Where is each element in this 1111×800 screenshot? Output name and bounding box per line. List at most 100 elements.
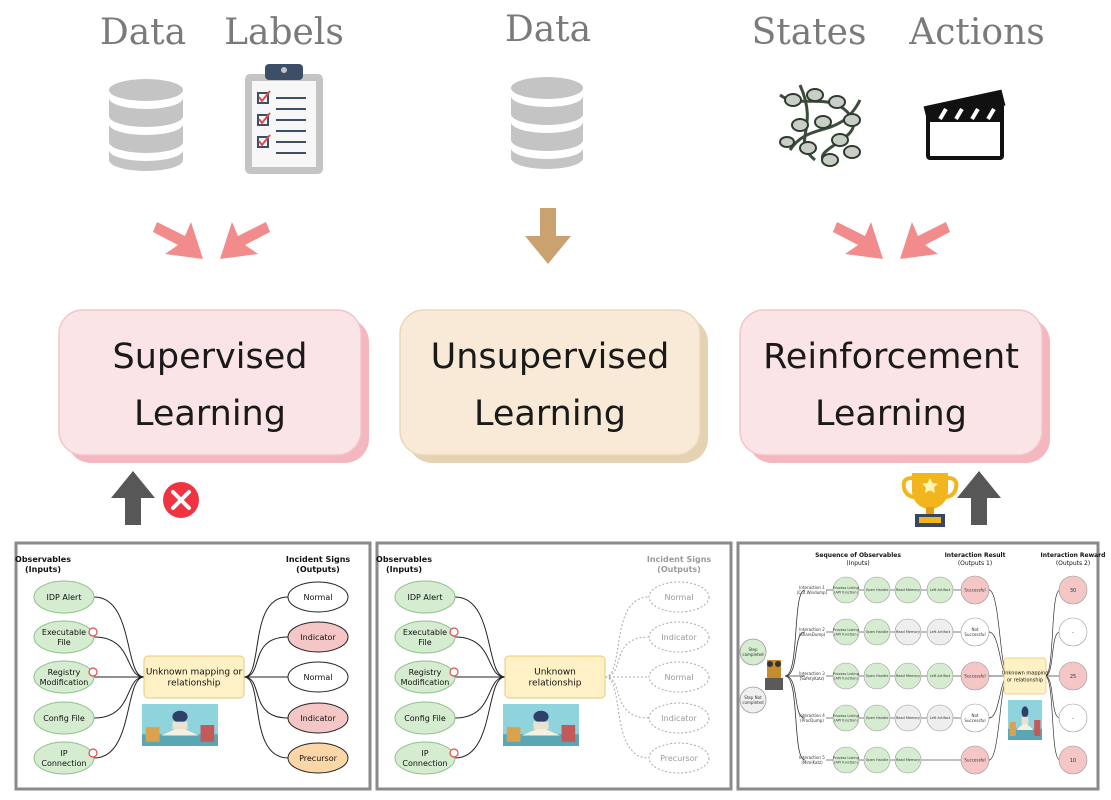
sequence-title: Sequence of Observables <box>815 552 901 559</box>
reward-connector <box>1044 631 1061 677</box>
clapperboard-icon <box>923 89 1006 160</box>
reinforcement-line1: Reinforcement <box>763 337 1019 377</box>
panel1-diagram: Observables(Inputs)Incident Signs(Output… <box>15 555 351 775</box>
reward-node <box>1058 617 1088 647</box>
input-node <box>394 580 456 614</box>
step-node-label: Left Artifact <box>930 588 951 592</box>
reading-illustration-icon <box>142 704 218 746</box>
step-node <box>863 618 891 646</box>
header-data-1: Data <box>100 12 186 53</box>
inputs-title: Observables <box>15 555 71 564</box>
output-connector <box>604 676 650 759</box>
output-node-label: Precursor <box>660 754 699 763</box>
input-node <box>33 741 95 775</box>
step-node-label: Left Artifact <box>930 716 951 720</box>
step-node <box>863 704 891 732</box>
output-node <box>648 661 710 693</box>
reward-node <box>1058 661 1088 691</box>
warning-bug-icon <box>449 748 459 758</box>
step-node-label: Process Listing(API function) <box>833 714 859 723</box>
outputs-title: Incident Signs <box>286 555 351 564</box>
input-node <box>394 701 456 735</box>
output-node-label: Indicator <box>300 633 336 642</box>
unknown-mapping-box <box>1003 657 1047 695</box>
outputs-title: Incident Signs <box>647 555 712 564</box>
output-connector <box>243 636 289 678</box>
interaction-label: Interaction 4(ProcDump) <box>799 713 825 723</box>
sequence-subtitle: (Inputs) <box>846 560 869 567</box>
step-node-label: Process Listing(API function) <box>833 586 859 595</box>
step-node-label: Open Handle <box>866 716 889 720</box>
pink-arrow-left-down <box>900 222 950 259</box>
input-node <box>394 620 456 654</box>
reward-node <box>1058 703 1088 733</box>
step-node <box>926 662 954 690</box>
supervised-learning-box: Supervised Learning <box>58 309 369 463</box>
step-node-label: Read Memory <box>896 630 920 634</box>
interaction-label: Interaction 2(ShareDump) <box>799 627 826 637</box>
result-subtitle: (Outputs 1) <box>958 560 992 567</box>
output-node <box>287 581 349 613</box>
step-node <box>894 704 922 732</box>
database-icon <box>109 79 183 171</box>
step-node <box>832 576 860 604</box>
brown-arrow-down <box>525 208 571 264</box>
step-node-label: Open Handle <box>866 674 889 678</box>
unknown-mapping-box <box>143 655 245 699</box>
start-node <box>739 686 767 714</box>
input-node-label: IDP Alert <box>47 593 82 602</box>
output-node-label: Indicator <box>661 714 697 723</box>
output-node <box>648 581 710 613</box>
gray-arrow-up-icon <box>111 471 155 525</box>
input-node-label: IDP Alert <box>408 593 443 602</box>
reward-node <box>1058 575 1088 605</box>
states-molecules-icon <box>779 84 862 167</box>
output-node <box>287 702 349 734</box>
warning-bug-icon <box>449 627 459 637</box>
input-connector <box>93 676 145 759</box>
step-node <box>894 662 922 690</box>
output-node-label: Precursor <box>299 754 338 763</box>
interaction-label: Interaction 3(SafetyKatz) <box>799 671 825 681</box>
output-connector <box>604 676 650 719</box>
step-node <box>863 746 891 774</box>
step-node-label: Read Memory <box>896 588 920 592</box>
clipboard-checklist-icon <box>245 64 323 174</box>
step-node <box>832 704 860 732</box>
input-connector <box>454 676 506 719</box>
interaction-label: Interaction 1(Cut Windump) <box>797 585 828 595</box>
warning-bug-icon <box>88 748 98 758</box>
input-node <box>33 701 95 735</box>
reward-node-label: 10 <box>1070 758 1076 764</box>
output-connector <box>604 596 650 678</box>
output-node <box>287 742 349 774</box>
output-node <box>648 702 710 734</box>
input-node <box>394 741 456 775</box>
unsupervised-line2: Learning <box>474 394 626 434</box>
step-node <box>832 618 860 646</box>
panel3-diagram: Sequence of Observables(Inputs) Interacti… <box>739 552 1105 775</box>
output-node-label: Indicator <box>661 633 697 642</box>
interaction-label: Interaction 5(MimiKatz) <box>799 755 825 765</box>
unsupervised-line1: Unsupervised <box>431 337 670 377</box>
trophy-icon <box>901 473 959 527</box>
output-node <box>648 621 710 653</box>
output-node-label: Normal <box>304 673 333 682</box>
input-connector <box>454 636 506 678</box>
step-node <box>832 746 860 774</box>
step-node-label: Process Listing(API function) <box>833 756 859 765</box>
unknown-mapping-box <box>504 655 606 699</box>
result-node-label: Successful <box>964 587 985 592</box>
reading-illustration-icon <box>1008 700 1042 740</box>
reward-node-label: 25 <box>1070 674 1076 680</box>
output-connector <box>243 596 289 678</box>
step-node <box>926 704 954 732</box>
